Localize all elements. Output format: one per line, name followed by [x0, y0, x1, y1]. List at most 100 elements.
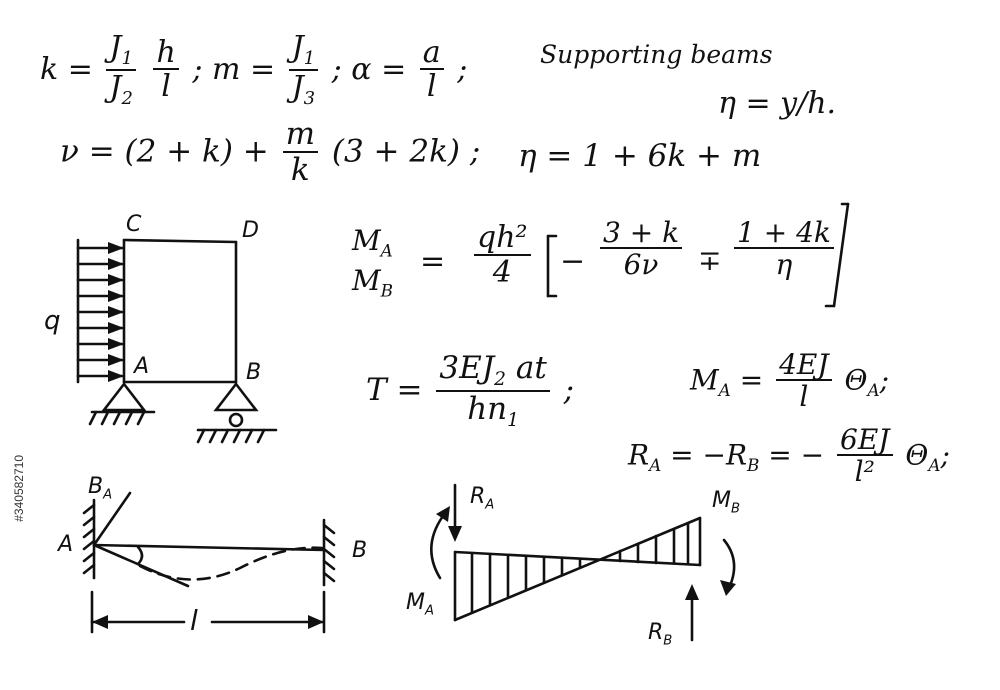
m-lhs: ; m = — [192, 51, 276, 87]
nu-k: k — [290, 151, 310, 188]
r-theta: Θ — [905, 438, 929, 472]
formula-k-m-alpha: k = J1 J2 h l ; m = J1 J3 ; α = a l ; — [40, 32, 467, 110]
k-fraction: J1 J2 — [106, 30, 136, 110]
r-eq: = − — [768, 438, 825, 472]
rb-sub: B — [747, 454, 760, 475]
t-den-sub: 1 — [507, 409, 519, 431]
moment-label-mb: MB — [712, 488, 740, 516]
k-num-sub: 1 — [121, 48, 133, 69]
nu-part-b: (3 + 2k) ; — [331, 133, 481, 170]
moment-diagram — [430, 483, 736, 642]
moment-mb-symbol: M — [712, 488, 731, 513]
bracket-right — [824, 202, 850, 308]
bracket-left — [546, 234, 558, 298]
nu-m: m — [282, 118, 319, 153]
r-theta-sub: A — [928, 454, 941, 475]
k-num: J — [109, 30, 122, 65]
h-num: h — [153, 37, 179, 71]
ma-equals: = — [420, 244, 446, 279]
m-num: J — [291, 30, 304, 65]
beam-label-b: B — [352, 538, 368, 563]
moment-label-rb: RB — [648, 620, 672, 648]
ma-coef: qh² 4 — [470, 222, 535, 290]
k-den-sub: 2 — [121, 87, 133, 109]
mb-symbol: M — [352, 263, 381, 297]
ma-coef-den: 4 — [492, 254, 512, 290]
alpha-end: ; — [457, 51, 468, 87]
moment-label-ma: MA — [406, 590, 434, 618]
r-end: ; — [940, 438, 950, 472]
alpha-den: l — [426, 69, 437, 105]
moment-rb-sub: B — [663, 633, 673, 649]
frame-label-b: B — [246, 360, 262, 385]
eta-ratio: η = y/h. — [718, 86, 837, 121]
frame-label-a: A — [134, 354, 150, 379]
k-lhs: k = — [40, 51, 93, 87]
k-den: J — [109, 69, 122, 105]
beam-diagram — [82, 491, 336, 634]
ma-plus-minus: ∓ — [698, 244, 722, 277]
ma-term1: 3 + k 6ν — [596, 218, 686, 282]
r-den: l² — [854, 455, 875, 489]
m-den-sub: 3 — [303, 87, 316, 109]
m-fraction: J1 J3 — [288, 30, 319, 110]
ma2-den: l — [799, 380, 809, 414]
t-den: hn — [467, 390, 508, 427]
moment-ra-sub: A — [485, 497, 495, 513]
frame-label-d: D — [242, 218, 259, 243]
moment-rb-symbol: R — [648, 620, 664, 645]
mb-sub: B — [380, 280, 394, 301]
ma2-theta-sub: A — [867, 379, 880, 400]
moment-ma-symbol: M — [406, 590, 425, 615]
formula-reactions: RA = −RB = − 6EJ l² ΘA; — [628, 425, 950, 489]
ma2-sub: A — [718, 379, 731, 400]
beam-label-a: A — [58, 532, 74, 557]
ma-mb-lhs: MA MB — [352, 226, 393, 305]
formula-nu: ν = (2 + k) + m k (3 + 2k) ; — [60, 118, 480, 188]
page-title: Supporting beams — [540, 40, 773, 69]
eta-definition: η = 1 + 6k + m — [518, 138, 762, 174]
ma-t2-num: 1 + 4k — [734, 218, 834, 250]
ma-t1-num: 3 + k — [600, 218, 683, 250]
ma-sub: A — [380, 240, 393, 261]
ra-symbol: R — [628, 438, 650, 472]
moment-label-ra: RA — [470, 484, 494, 512]
t-num-tail: at — [515, 350, 547, 386]
ma2-theta: Θ — [844, 363, 868, 397]
ma2-end: ; — [879, 363, 889, 397]
ma2-symbol: M — [690, 363, 719, 397]
alpha-lhs: ; α = — [331, 51, 407, 87]
frame-diagram — [76, 238, 278, 444]
l-den: l — [161, 69, 171, 105]
ma-minus: − — [560, 244, 586, 279]
beam-ba-sub: A — [103, 487, 113, 503]
ma-term2: 1 + 4k η — [730, 218, 838, 282]
t-lhs: T = — [366, 372, 423, 409]
beam-label-ba: BA — [88, 474, 112, 502]
ma-t2-den: η — [775, 248, 793, 282]
frame-label-q: q — [44, 306, 61, 336]
m-over-k: m k — [282, 118, 319, 188]
alpha-num: a — [419, 37, 444, 71]
beam-ba-symbol: B — [88, 474, 104, 499]
ma-symbol: M — [352, 224, 381, 257]
r-num: 6EJ — [837, 425, 893, 457]
frame-label-c: C — [126, 212, 142, 237]
moment-ra-symbol: R — [470, 484, 486, 509]
rb-part: = −R — [670, 438, 748, 472]
t-end: ; — [563, 372, 575, 409]
formula-t: T = 3EJ2 at hn1 ; — [366, 352, 574, 431]
t-num: 3EJ — [439, 350, 495, 386]
h-over-l: h l — [153, 37, 179, 105]
ma2-num: 4EJ — [776, 350, 832, 382]
formula-ma-2: MA = 4EJ l ΘA; — [690, 350, 889, 414]
stock-id: #340582710 — [12, 455, 26, 522]
m-num-sub: 1 — [303, 48, 316, 69]
alpha-fraction: a l — [419, 37, 444, 105]
moment-mb-sub: B — [730, 501, 741, 517]
ma-coef-num: qh² — [474, 222, 531, 256]
ma2-eq: = — [739, 363, 764, 397]
ma-t1-den: 6ν — [623, 248, 659, 282]
ra-sub: A — [649, 454, 662, 475]
